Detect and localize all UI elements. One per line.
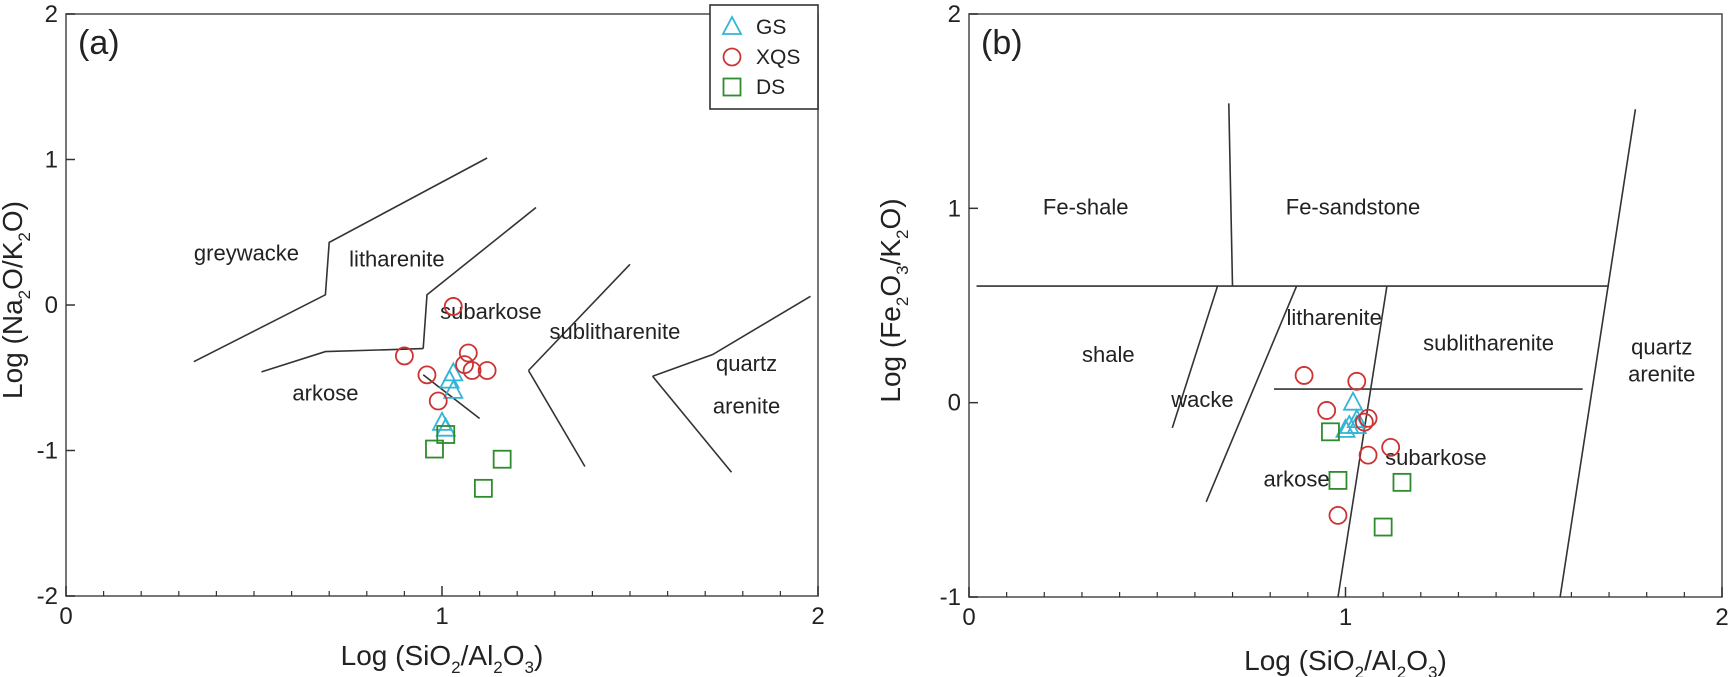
series-ds xyxy=(1321,422,1412,537)
panel-label: (a) xyxy=(78,24,120,62)
field-label-arkose: arkose xyxy=(292,380,358,405)
y-tick-label: -1 xyxy=(37,438,58,465)
field-boundary-line xyxy=(1205,285,1298,503)
x-tick-label: 2 xyxy=(1715,604,1728,631)
data-point-xqs xyxy=(458,343,478,363)
legend-label-xqs: XQS xyxy=(756,46,800,69)
x-tick-label: 0 xyxy=(962,604,975,631)
field-label-sublitharenite: sublitharenite xyxy=(1423,330,1554,355)
field-label-quartz: quartz xyxy=(1631,334,1692,359)
legend: GS XQS DS xyxy=(709,4,819,110)
y-tick-label: 0 xyxy=(45,292,58,319)
legend-marker-ds xyxy=(722,77,742,97)
series-xqs xyxy=(1294,366,1401,525)
field-label-litharenite: litharenite xyxy=(1287,305,1382,330)
field-boundary-line xyxy=(527,370,586,467)
y-tick-label: -2 xyxy=(37,583,58,610)
field-boundary-line xyxy=(1171,285,1219,429)
x-tick-label: 1 xyxy=(1339,604,1352,631)
field-boundary-line xyxy=(193,157,488,363)
data-point-xqs xyxy=(1381,437,1401,457)
field-label-wacke: wacke xyxy=(1170,387,1233,412)
data-point-xqs xyxy=(1294,366,1314,385)
field-label-shale: shale xyxy=(1082,342,1135,367)
series-xqs xyxy=(394,297,497,411)
field-label-fe-sandstone: Fe-sandstone xyxy=(1286,194,1421,219)
field-boundary-line xyxy=(527,263,631,372)
x-tick-label: 2 xyxy=(811,603,824,630)
field-label-arenite: arenite xyxy=(713,393,780,418)
y-tick-label: 2 xyxy=(45,1,58,28)
legend-box xyxy=(709,4,819,110)
series-ds xyxy=(425,425,512,498)
y-tick-label: 1 xyxy=(948,195,961,222)
data-point-ds xyxy=(1373,517,1393,537)
panel-label: (b) xyxy=(981,24,1023,62)
data-point-xqs xyxy=(1354,412,1374,432)
data-point-xqs xyxy=(1358,408,1378,428)
field-label-subarkose: subarkose xyxy=(1385,445,1487,470)
data-point-xqs xyxy=(394,346,414,366)
data-point-ds xyxy=(1321,422,1340,442)
field-label-subarkose: subarkose xyxy=(440,299,542,324)
x-axis-title: Log (SiO2/Al2O3) xyxy=(341,640,544,677)
y-tick-label: -1 xyxy=(940,584,961,611)
data-point-gs xyxy=(442,378,464,399)
y-axis-title: Log (Na2O/K2O) xyxy=(0,201,34,399)
field-boundary-line xyxy=(422,206,537,349)
x-axis-title: Log (SiO2/Al2O3) xyxy=(1244,645,1447,677)
data-point-ds xyxy=(436,425,456,444)
field-boundary-line xyxy=(261,347,424,373)
data-point-ds xyxy=(425,439,444,459)
data-point-gs xyxy=(435,416,457,437)
y-tick-label: 0 xyxy=(948,390,961,417)
field-boundary-line xyxy=(1228,103,1234,287)
data-point-xqs xyxy=(1317,401,1337,420)
data-point-xqs xyxy=(1328,505,1348,525)
data-point-xqs xyxy=(1347,371,1367,391)
field-boundary-line xyxy=(651,375,733,473)
field-label-sublitharenite: sublitharenite xyxy=(550,319,681,344)
data-point-xqs xyxy=(417,365,437,385)
field-label-fe-shale: Fe-shale xyxy=(1043,194,1129,219)
data-point-gs xyxy=(1335,417,1356,438)
field-label-arenite: arenite xyxy=(1628,362,1695,387)
legend-label-gs: GS xyxy=(756,16,786,39)
data-point-xqs xyxy=(477,361,497,380)
legend-marker-xqs xyxy=(722,47,742,67)
data-point-ds xyxy=(1328,470,1348,490)
field-label-quartz: quartz xyxy=(716,351,777,376)
y-tick-label: 2 xyxy=(948,1,961,28)
field-boundary-line xyxy=(1559,109,1637,598)
data-point-xqs xyxy=(428,391,448,411)
data-point-xqs xyxy=(1358,445,1378,465)
series-gs xyxy=(431,361,464,437)
x-tick-label: 0 xyxy=(59,603,72,630)
data-point-ds xyxy=(473,478,493,498)
legend-marker-gs xyxy=(721,15,743,35)
data-point-xqs xyxy=(443,297,463,316)
data-point-xqs xyxy=(462,361,482,380)
legend-label-ds: DS xyxy=(756,76,785,99)
data-point-xqs xyxy=(455,355,474,375)
y-tick-label: 1 xyxy=(45,147,58,174)
field-boundary-line xyxy=(652,295,811,378)
y-axis-title: Log (Fe2O3/K2O) xyxy=(875,198,912,402)
field-label-litharenite: litharenite xyxy=(349,246,444,271)
field-label-greywacke: greywacke xyxy=(194,241,299,266)
data-point-gs xyxy=(1342,390,1364,411)
field-label-arkose: arkose xyxy=(1264,466,1330,491)
data-point-ds xyxy=(1392,472,1412,492)
data-point-ds xyxy=(492,449,512,469)
chart-panel-a: -2 -1 0 1 2 0 1 2 (a) Log (SiO2/Al2O3) Log (Na2O/K… xyxy=(0,1,825,677)
x-tick-label: 1 xyxy=(435,603,448,630)
field-boundary-line xyxy=(1337,285,1388,598)
